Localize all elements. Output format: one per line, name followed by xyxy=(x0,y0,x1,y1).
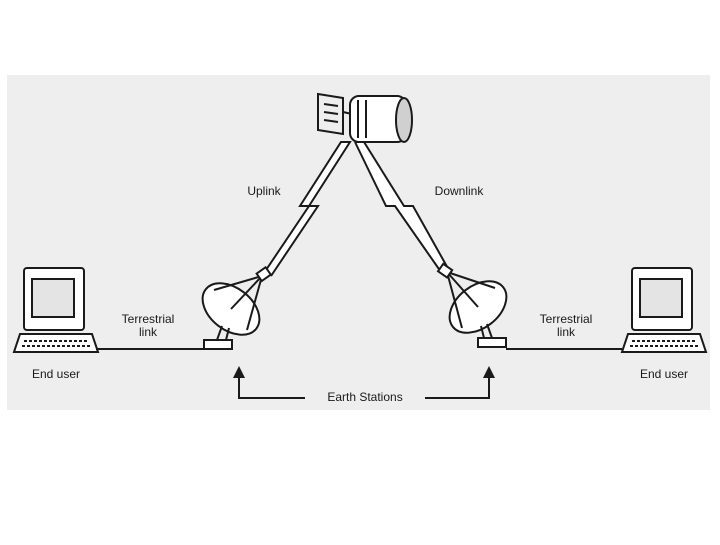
terrestrial-right-line2: link xyxy=(556,325,575,339)
uplink-beam xyxy=(261,141,352,277)
end-user-left-label: End user xyxy=(31,367,81,381)
terrestrial-link-left-label: Terrestrial link xyxy=(106,313,190,339)
earth-stations-arrows xyxy=(238,372,490,399)
downlink-label: Downlink xyxy=(434,184,484,198)
computer-terminal-icon xyxy=(620,267,708,353)
satellite-dish-icon xyxy=(201,265,273,350)
earth-stations-label: Earth Stations xyxy=(327,390,403,404)
terrestrial-left-line2: link xyxy=(138,325,157,339)
computer-terminal-icon xyxy=(12,267,100,353)
terrestrial-right-line1: Terrestrial xyxy=(539,312,593,326)
satellite-icon xyxy=(317,92,413,143)
satellite-dish-icon xyxy=(436,262,508,348)
terrestrial-link-right-label: Terrestrial link xyxy=(524,313,608,339)
arrow-up-icon xyxy=(233,366,245,378)
uplink-label: Uplink xyxy=(247,184,281,198)
arrow-up-icon xyxy=(483,366,495,378)
terrestrial-left-line1: Terrestrial xyxy=(121,312,175,326)
end-user-right-label: End user xyxy=(639,367,689,381)
